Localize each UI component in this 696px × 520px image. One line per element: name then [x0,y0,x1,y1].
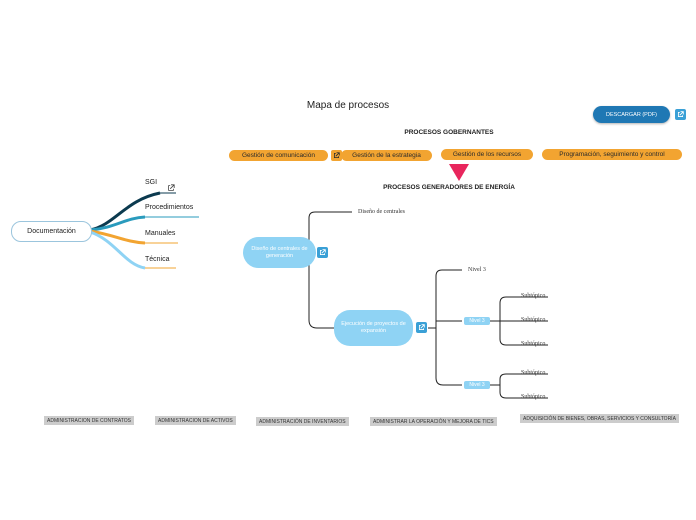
map-title: Mapa de procesos [306,100,390,111]
support-admin-activos[interactable]: ADMINISTRACION DE ACTIVOS [155,416,236,425]
support-admin-contratos[interactable]: ADMINISTRACION DE CONTRATOS [44,416,134,425]
governing-title: PROCESOS GOBERNANTES [404,129,494,136]
documentation-root[interactable]: Documentación [11,221,92,242]
leaf-subtopico[interactable]: Subtópico [521,370,546,376]
subnode-nivel-3-a[interactable]: Nivel 3 [464,317,490,325]
pill-gestion-comunicacion[interactable]: Gestión de comunicación [229,150,328,161]
leaf-diseno-centrales[interactable]: Diseño de centrales [358,209,405,215]
branch-tecnica[interactable]: Técnica [145,256,170,263]
support-adquisicion[interactable]: ADQUISICIÓN DE BIENES, OBRAS, SERVICIOS … [520,414,679,423]
generating-title: PROCESOS GENERADORES DE ENERGÍA [383,184,515,191]
node-ejecucion-proyectos[interactable]: Ejecución de proyectos de expansión [334,310,413,346]
pill-programacion[interactable]: Programación, seguimiento y control [542,149,682,160]
pill-gestion-recursos[interactable]: Gestión de los recursos [441,149,533,160]
support-admin-inventarios[interactable]: ADMINISTRACIÓN DE INVENTARIOS [256,417,349,426]
subnode-nivel-3-b[interactable]: Nivel 3 [464,381,490,389]
leaf-nivel-3[interactable]: Nivel 3 [468,267,486,273]
leaf-subtopico[interactable]: Subtópico [521,341,546,347]
branch-sgi[interactable]: SGI [145,179,158,186]
external-link-icon[interactable] [675,109,686,120]
node-diseno-centrales[interactable]: Diseño de centrales de generación [243,237,316,268]
pill-gestion-estrategia[interactable]: Gestión de la estrategia [341,150,432,161]
sgi-link-icon[interactable] [167,179,175,191]
marker-triangle [449,164,469,181]
branch-manuales[interactable]: Manuales [145,230,176,237]
leaf-subtopico[interactable]: Subtópico [521,317,546,323]
leaf-subtopico[interactable]: Subtópico [521,394,546,400]
support-admin-tics[interactable]: ADMINISTRAR LA OPERACIÓN Y MEJORA DE TIC… [370,417,497,426]
node-link-icon[interactable] [416,322,427,333]
branch-procedimientos[interactable]: Procedimientos [145,204,194,211]
leaf-subtopico[interactable]: Subtópico [521,293,546,299]
download-pdf-button[interactable]: DESCARGAR (PDF) [593,106,670,123]
link-icon[interactable] [331,150,342,161]
node-link-icon[interactable] [317,247,328,258]
